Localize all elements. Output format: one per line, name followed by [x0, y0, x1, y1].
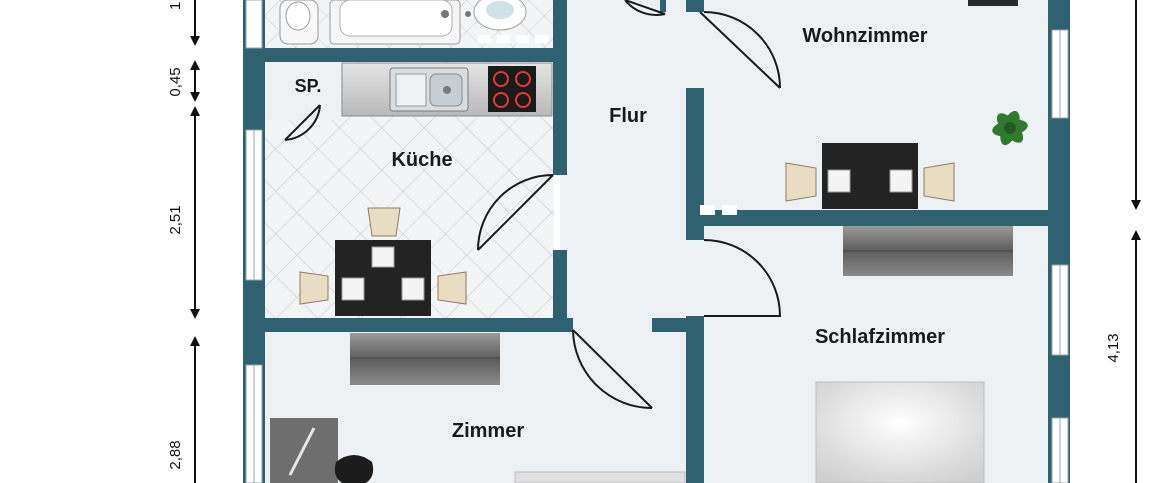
- label-flur: Flur: [609, 105, 647, 127]
- bed: [514, 471, 686, 483]
- label-schlafzimmer: Schlafzimmer: [815, 326, 945, 348]
- dimension-lines-right: [1131, 0, 1141, 483]
- plant-icon: [992, 110, 1028, 146]
- dimension-d1: 0,45: [167, 67, 184, 96]
- label-zimmer: Zimmer: [452, 420, 524, 442]
- dimension-top-cut: 1: [167, 2, 184, 10]
- bed: [815, 381, 985, 483]
- label-speisekammer: SP.: [295, 76, 322, 96]
- door-swings: [284, 0, 782, 409]
- label-wohnzimmer: Wohnzimmer: [802, 25, 927, 47]
- dimension-lines-left: [190, 0, 200, 483]
- living-room-furniture: [700, 0, 1028, 215]
- bathroom-fixtures: [279, 0, 548, 45]
- kitchen-dining-set: [299, 207, 467, 316]
- wardrobe: [350, 333, 500, 385]
- zimmer-furniture: [270, 333, 686, 483]
- dimension-d3: 2,88: [167, 440, 184, 469]
- floor-speisekammer: [262, 62, 342, 120]
- label-kueche: Küche: [391, 149, 452, 171]
- dimension-d2: 2,51: [167, 205, 184, 234]
- dimension-right: 4,13: [1105, 333, 1122, 362]
- windows: [245, 0, 1069, 483]
- kitchen-counter: [341, 62, 553, 117]
- bedroom-furniture: [815, 226, 1013, 483]
